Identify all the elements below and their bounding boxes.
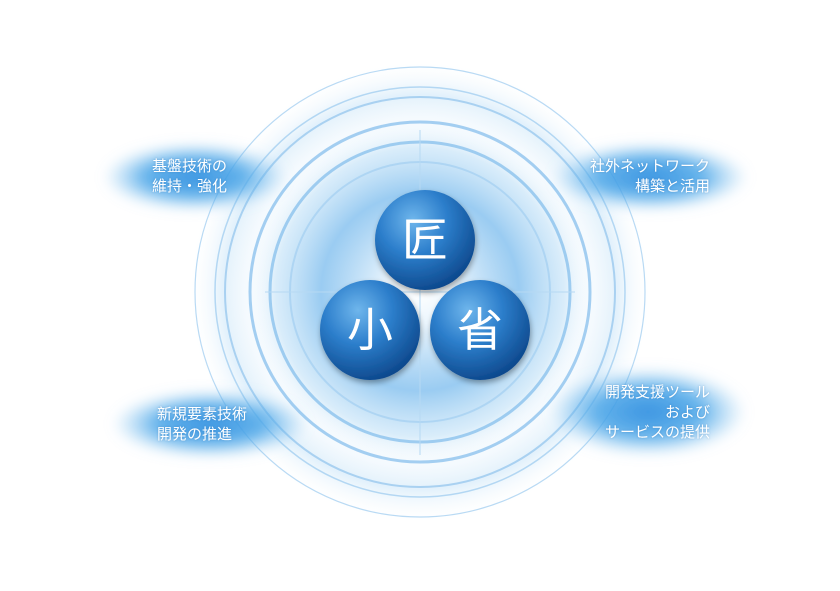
label-bottom-right: 開発支援ツール および サービスの提供 bbox=[605, 382, 710, 442]
blob-bottom-right bbox=[550, 368, 746, 456]
ring-1 bbox=[194, 66, 646, 518]
label-bottom-right-line-3: サービスの提供 bbox=[604, 423, 710, 441]
blob-top-left bbox=[103, 143, 287, 211]
sphere-bottom-left bbox=[320, 280, 420, 380]
ring-4 bbox=[248, 120, 592, 464]
label-bottom-right-line-1: 開発支援ツール bbox=[604, 383, 710, 401]
label-top-left-line-1: 基盤技術の bbox=[152, 157, 228, 175]
label-bottom-right-line-2: および bbox=[664, 403, 710, 421]
blob-top-right bbox=[552, 143, 748, 211]
label-bottom-left-line-2: 開発の推進 bbox=[157, 425, 233, 443]
label-top-right-line-2: 構築と活用 bbox=[634, 177, 710, 195]
sphere-top bbox=[375, 190, 475, 290]
label-top-right-line-1: 社外ネットワーク bbox=[589, 157, 710, 175]
ring-2 bbox=[214, 86, 626, 498]
blob-bottom-left bbox=[112, 390, 308, 458]
ring-3 bbox=[224, 96, 616, 488]
kanji-bottom-right: 省 bbox=[457, 303, 503, 357]
label-bottom-left-line-1: 新規要素技術 bbox=[157, 405, 248, 423]
label-top-left-line-2: 維持・強化 bbox=[152, 177, 228, 195]
kanji-top: 匠 bbox=[402, 213, 448, 267]
label-top-left: 基盤技術の 維持・強化 bbox=[152, 156, 227, 196]
label-top-right: 社外ネットワーク 構築と活用 bbox=[590, 156, 710, 196]
label-bottom-left: 新規要素技術 開発の推進 bbox=[157, 404, 247, 444]
kanji-bottom-left: 小 bbox=[347, 303, 393, 357]
sphere-bottom-right bbox=[430, 280, 530, 380]
